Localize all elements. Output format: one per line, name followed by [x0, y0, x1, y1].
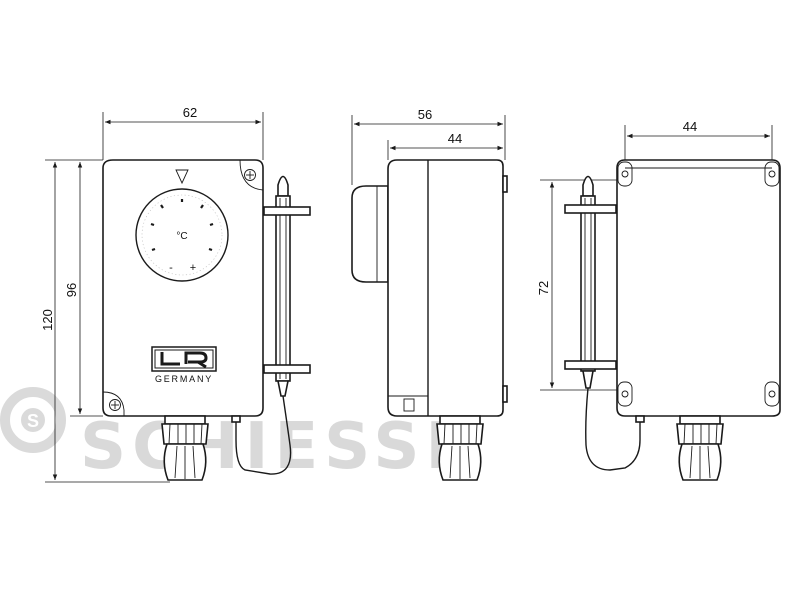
front-view: 62 120 96	[40, 105, 311, 483]
side-depth-total-dimension: 56	[351, 107, 506, 185]
front-cable-gland	[161, 415, 209, 481]
back-mounting-hole-bottom-right-icon	[764, 381, 780, 407]
side-knob	[351, 185, 389, 283]
side-view: 56 44	[351, 107, 508, 481]
back-hole-spacing-label: 72	[536, 281, 551, 295]
dial-unit-label: °C	[176, 231, 187, 242]
back-width-label: 44	[683, 119, 697, 134]
front-height-total-label: 120	[40, 309, 55, 331]
watermark: S SCHIESSL	[0, 387, 472, 484]
watermark-logo-letter: S	[27, 411, 39, 431]
front-height-body-label: 96	[64, 283, 79, 297]
back-width-dimension: 44	[624, 119, 773, 160]
side-depth-total-label: 56	[418, 107, 432, 122]
dial-pointer-icon	[175, 169, 189, 185]
front-width-label: 62	[183, 105, 197, 120]
back-cable-gland	[676, 415, 724, 481]
dial-minus-label: -	[169, 262, 173, 274]
dial-plus-label: +	[190, 262, 196, 274]
back-mounting-hole-top-left-icon	[617, 161, 633, 187]
front-screw-bottom-icon	[102, 391, 125, 416]
watermark-text: SCHIESSL	[80, 410, 472, 484]
front-sensor-bulb	[231, 175, 311, 475]
front-height-total-dimension: 120	[40, 159, 170, 483]
watermark-logo-icon: S	[0, 387, 66, 453]
side-depth-body-dimension: 44	[387, 131, 503, 160]
front-width-dimension: 62	[102, 105, 264, 160]
back-sensor-bulb	[564, 175, 645, 471]
front-housing	[102, 159, 264, 417]
temperature-dial[interactable]: °C - +	[135, 188, 229, 282]
front-height-body-dimension: 96	[64, 162, 103, 417]
back-mounting-hole-top-right-icon	[764, 161, 780, 187]
side-housing	[387, 159, 504, 417]
logo-subtext: GERMANY	[155, 374, 213, 384]
back-view: 44 72	[536, 119, 781, 481]
back-housing	[616, 159, 781, 417]
brand-logo: GERMANY	[151, 346, 217, 384]
front-screw-top-icon	[244, 169, 256, 181]
side-cable-gland	[436, 415, 484, 481]
side-depth-body-label: 44	[448, 131, 462, 146]
back-hole-spacing-dimension: 72	[536, 179, 625, 391]
back-mounting-hole-bottom-left-icon	[617, 381, 633, 407]
